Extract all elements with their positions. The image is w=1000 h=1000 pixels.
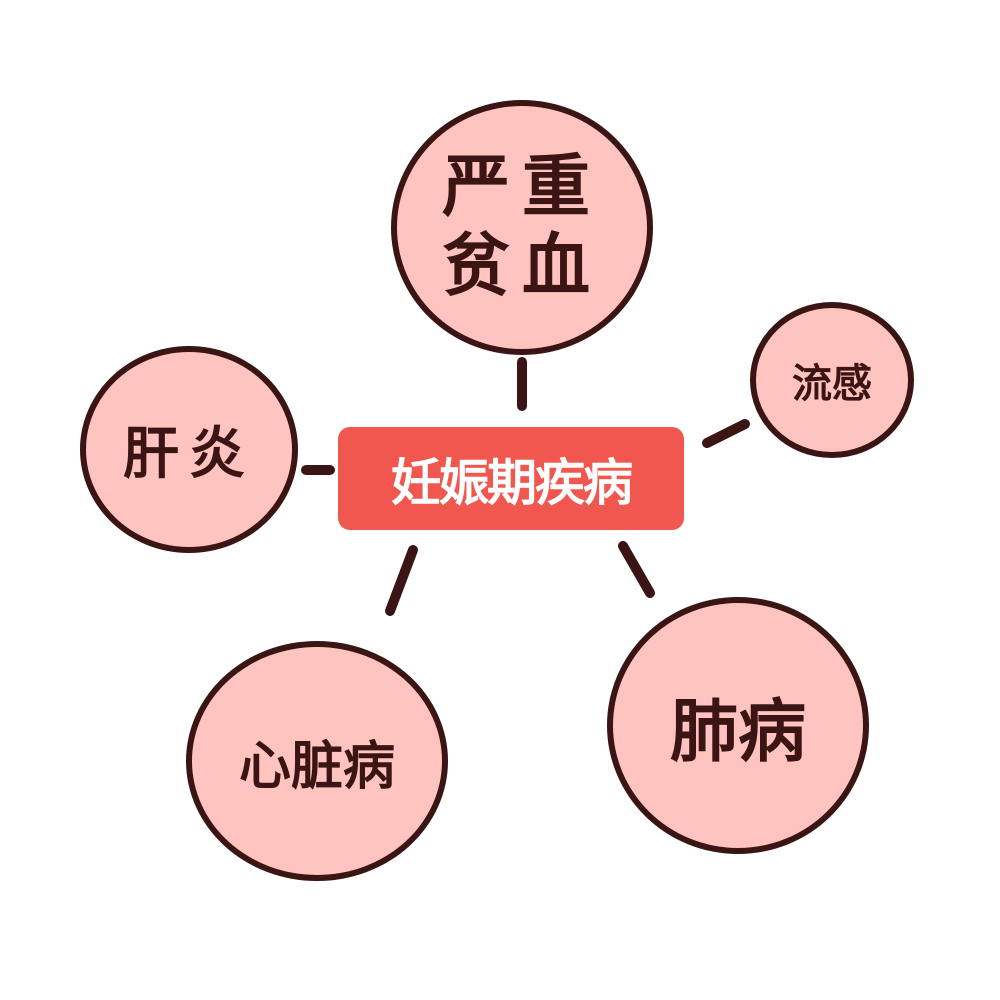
node-lung-disease-label: 肺病 xyxy=(669,693,806,772)
node-flu-label: 流感 xyxy=(792,361,872,407)
node-lung-disease: 肺病 xyxy=(607,597,869,854)
connector-flu xyxy=(702,419,750,448)
node-hepatitis-label: 肝炎 xyxy=(123,422,255,487)
center-topic-label: 妊娠期疾病 xyxy=(391,453,633,512)
node-heart-disease-label: 心脏病 xyxy=(238,736,395,797)
node-hepatitis: 肝炎 xyxy=(80,346,298,553)
node-severe-anemia: 严重贫血 xyxy=(391,100,653,355)
node-flu: 流感 xyxy=(750,302,914,458)
node-severe-anemia-label: 严重贫血 xyxy=(442,148,603,306)
node-heart-disease: 心脏病 xyxy=(186,641,448,881)
connector-lung xyxy=(618,541,655,598)
connector-heart xyxy=(385,545,418,616)
center-topic-box: 妊娠期疾病 xyxy=(338,427,684,530)
